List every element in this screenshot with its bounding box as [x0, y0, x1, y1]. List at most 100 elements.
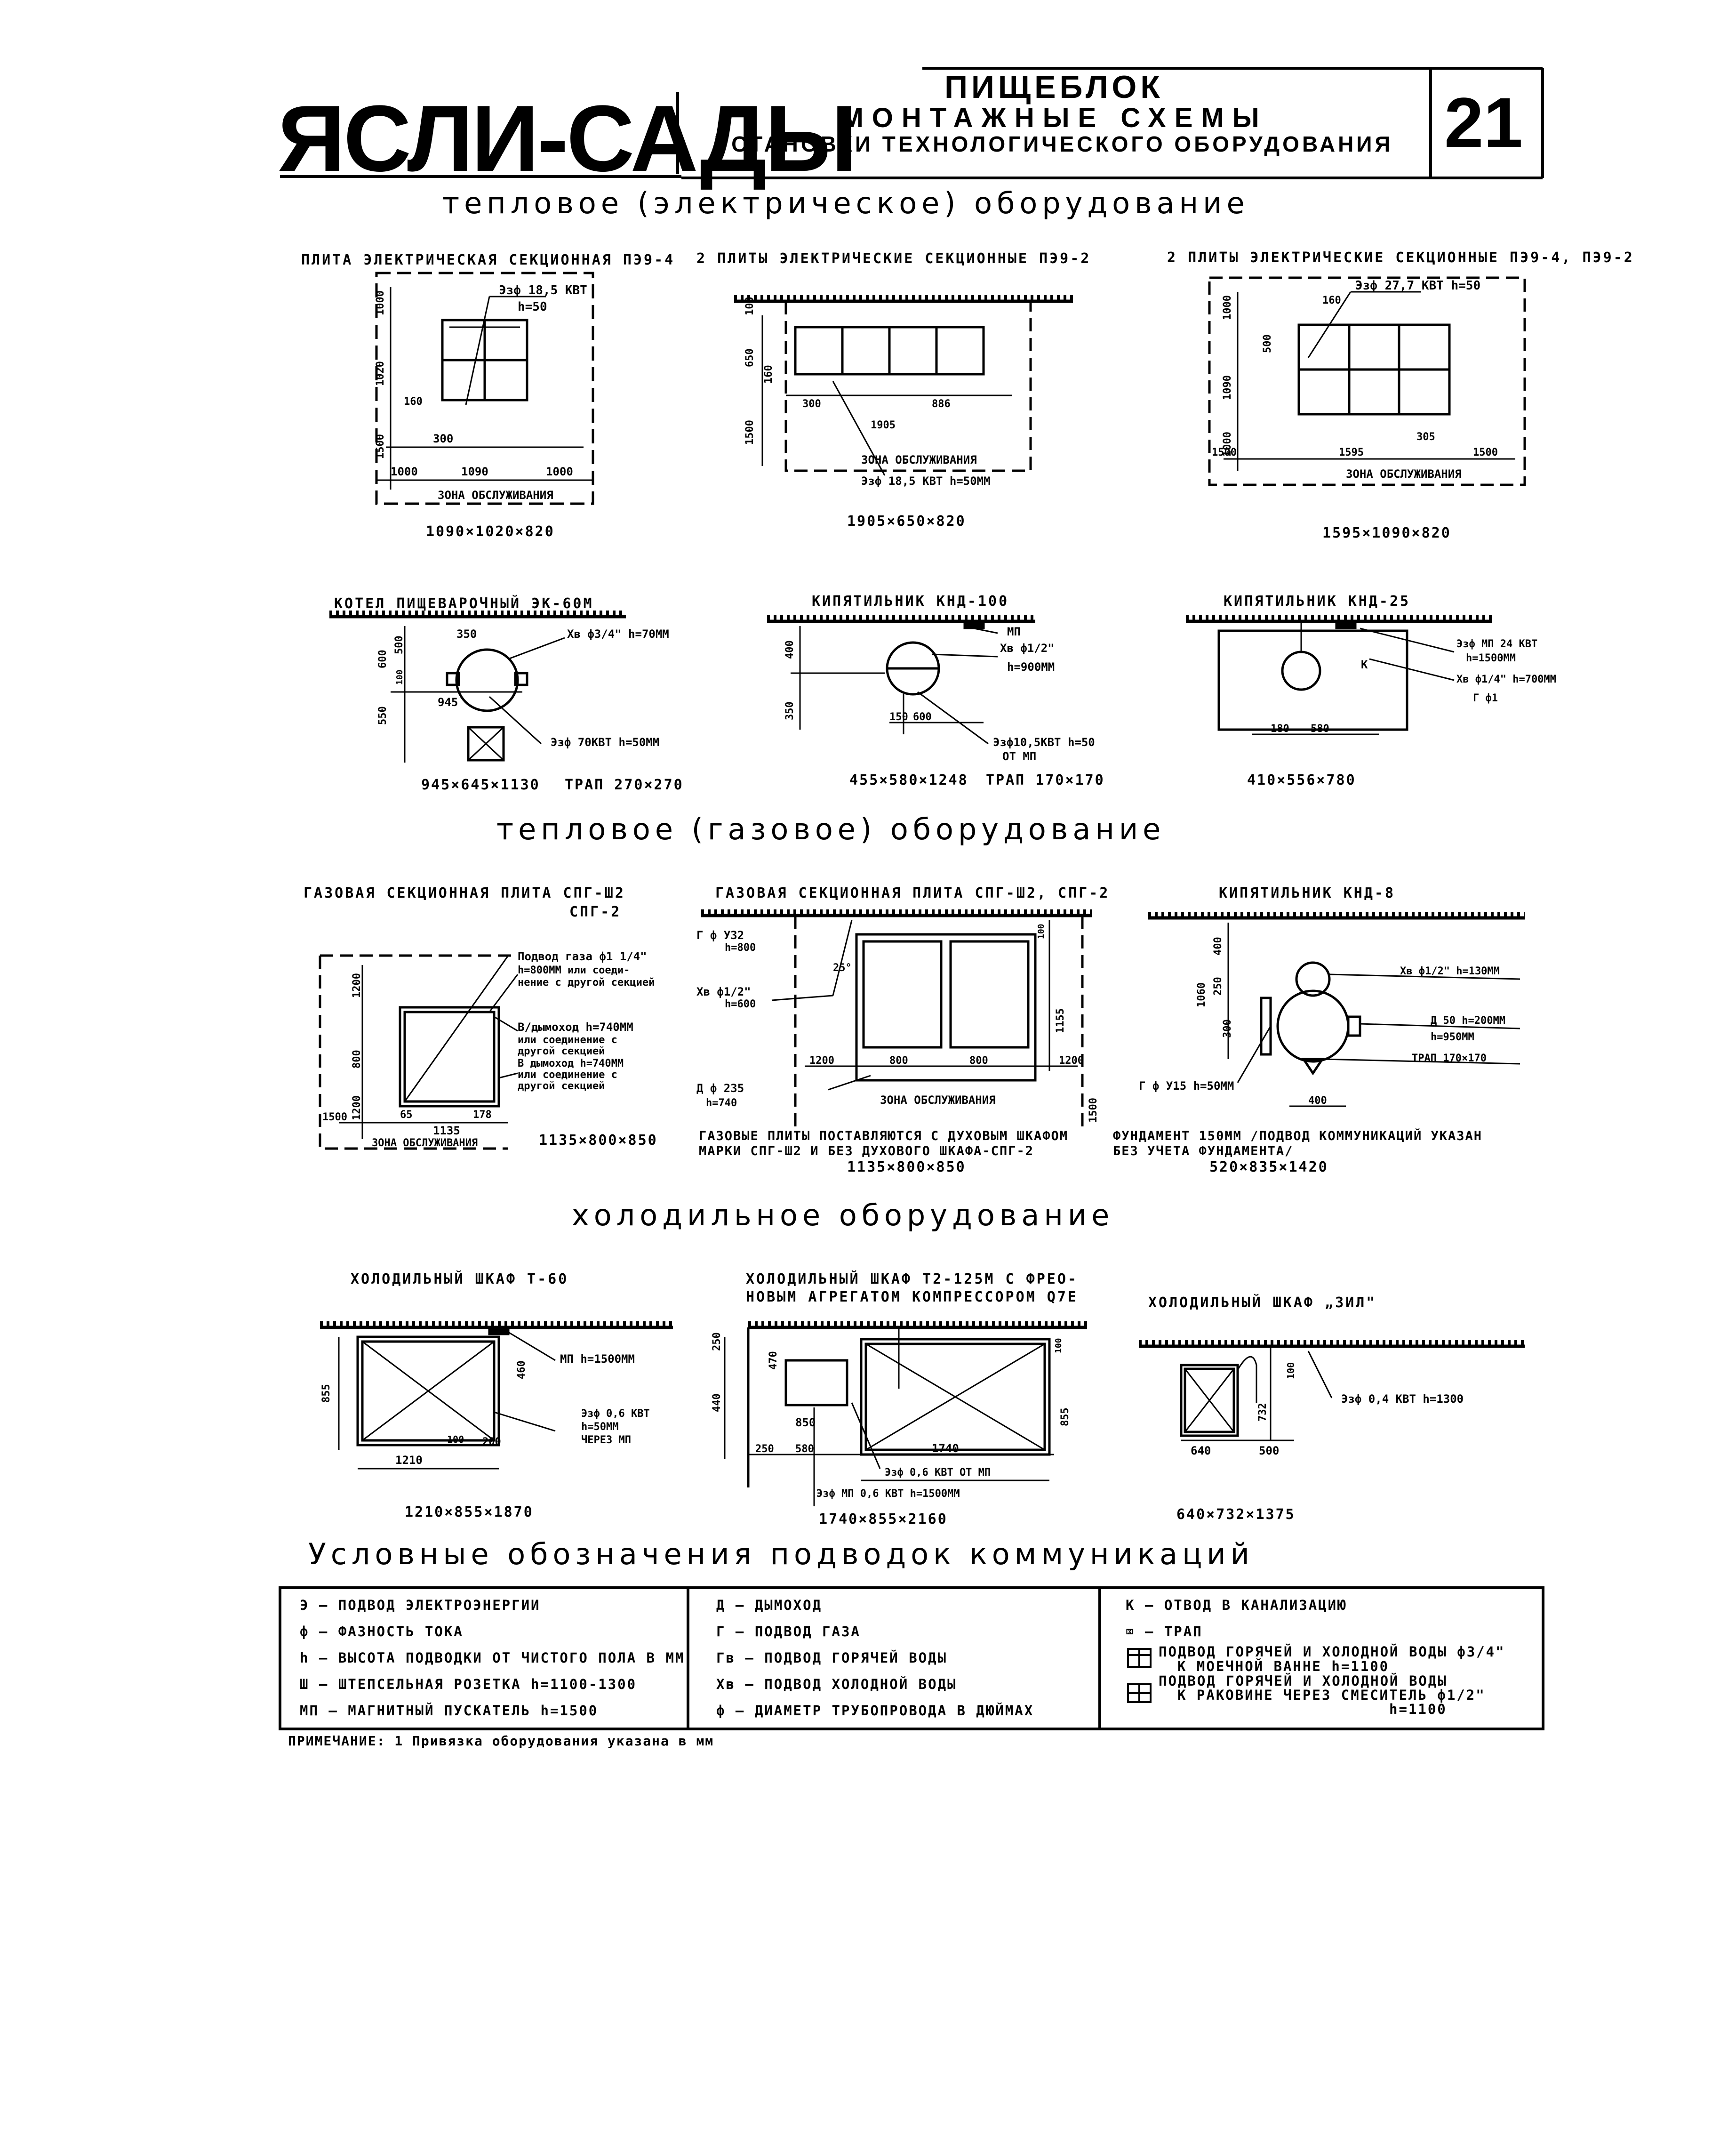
dim-label: 1200: [351, 973, 363, 998]
dim-label: 150: [889, 711, 908, 723]
legend-item: h — ВЫСОТА ПОДВОДКИ ОТ ЧИСТОГО ПОЛА В ММ: [300, 1650, 685, 1666]
gas2-flue-h: h=740: [706, 1097, 737, 1109]
dim-label: 1155: [1055, 1008, 1066, 1033]
plate-pe9-4-note1: Эзф 18,5 КВТ: [499, 283, 587, 297]
legend-item: ⌧ — ТРАП: [1126, 1624, 1203, 1640]
dim-label: 180: [1271, 723, 1289, 735]
dim-label: 100: [1054, 1338, 1064, 1353]
dim-label: 1210: [395, 1454, 423, 1467]
boiler25-note4: Г ф1: [1473, 692, 1498, 704]
kettle-note-water: Хв ф3/4" h=70ММ: [567, 627, 669, 641]
section-title-gas: тепловое (газовое) оборудование: [496, 812, 1166, 846]
sink-icon: [1127, 1648, 1152, 1703]
dims-plate-pe9-4-2: 1595×1090×820: [1322, 525, 1451, 541]
dim-label: 300: [433, 432, 453, 445]
caption-plate-pe9-2: 2 ПЛИТЫ ЭЛЕКТРИЧЕСКИЕ СЕКЦИОННЫЕ ПЭ9-2: [696, 250, 1091, 267]
dim-label: 886: [932, 398, 951, 410]
dim-label: 1000: [375, 290, 386, 315]
dims-fridge-zil: 640×732×1375: [1176, 1506, 1296, 1523]
diagram-fridge-t2: 250 470 440 100 855 850 250 580 1740 Эзф…: [711, 1321, 1087, 1506]
gas2-note2: МАРКИ СПГ-Ш2 И БЕЗ ДУХОВОГО ШКАФА-СПГ-2: [699, 1144, 1034, 1158]
caption-fridge-t60: ХОЛОДИЛЬНЫЙ ШКАФ Т-60: [351, 1271, 569, 1287]
sheet-subtitle-2: УСТАНОВКИ ТЕХНОЛОГИЧЕСКОГО ОБОРУДОВАНИЯ: [715, 132, 1393, 157]
dim-label: 1000: [1222, 295, 1233, 320]
sheet-number: 21: [1444, 83, 1523, 162]
legend-item: МП — МАГНИТНЫЙ ПУСКАТЕЛЬ h=1500: [300, 1703, 599, 1719]
diagram-fridge-zil: 100 732 640 500 Эзф 0,4 КВТ h=1300: [1139, 1340, 1525, 1457]
dim-label: 1000: [546, 465, 573, 478]
dim-label: 945: [438, 696, 458, 709]
diagram-plate-pe9-4-2: Эзф 27,7 КВТ h=50 160 1000 500 1090 1000…: [1208, 276, 1526, 486]
dim-label: 160: [404, 396, 423, 408]
dim-label: 400: [784, 640, 796, 659]
dim-label: 1740: [932, 1442, 959, 1455]
kettle-note-power: Эзф 70КВТ h=50ММ: [551, 736, 659, 749]
boiler25-note1: Эзф МП 24 КВТ: [1456, 638, 1537, 650]
dim-label: 250: [711, 1332, 723, 1351]
caption-gas-plate-1b: СПГ-2: [569, 904, 622, 920]
boiler100-water: Хв ф1/2": [1000, 642, 1055, 655]
legend-item: Хв — ПОДВОД ХОЛОДНОЙ ВОДЫ: [716, 1676, 957, 1692]
dim-label: 400: [1308, 1095, 1327, 1107]
dim-label: 1500: [322, 1111, 347, 1123]
dim-label: 200: [482, 1436, 501, 1448]
boiler25-note3: Хв ф1/4" h=700ММ: [1456, 674, 1556, 685]
caption-boiler-knd8: КИПЯТИЛЬНИК КНД-8: [1219, 885, 1396, 901]
gas1-note: или соединение с: [518, 1034, 617, 1046]
gas1-note: Подвод газа ф1 1/4": [518, 950, 647, 963]
legend-col-2: Д — ДЫМОХОД Г — ПОДВОД ГАЗА Гв — ПОДВОД …: [716, 1592, 1034, 1724]
legend-item: ф — ФАЗНОСТЬ ТОКА: [300, 1624, 464, 1640]
boiler100-mp: МП: [1007, 625, 1021, 638]
dim-label: 600: [913, 711, 932, 723]
knd8-note2: БЕЗ УЧЕТА ФУНДАМЕНТА/: [1113, 1144, 1294, 1158]
boiler25-note2: h=1500ММ: [1466, 652, 1516, 664]
t2-e2: Эзф МП 0,6 КВТ h=1500ММ: [816, 1488, 960, 1500]
dims-plate-pe9-2: 1905×650×820: [847, 513, 966, 530]
t2-e1: Эзф 0,6 КВТ ОТ МП: [885, 1467, 991, 1479]
legend-item: ф — ДИАМЕТР ТРУБОПРОВОДА В ДЮЙМАХ: [716, 1703, 1034, 1719]
sheet-title: ПИЩЕБЛОК: [944, 69, 1164, 105]
dim-label: 732: [1257, 1403, 1269, 1422]
legend-frame: [279, 1586, 1544, 1730]
trap-kettle: ТРАП 270×270: [565, 777, 684, 793]
caption-plate-pe9-4-2: 2 ПЛИТЫ ЭЛЕКТРИЧЕСКИЕ СЕКЦИОННЫЕ ПЭ9-4, …: [1167, 249, 1634, 266]
caption-boiler-knd25: КИПЯТИЛЬНИК КНД-25: [1224, 593, 1411, 610]
dim-label: 160: [763, 365, 775, 384]
dim-label: 100: [744, 297, 756, 315]
legend-col-1: Э — ПОДВОД ЭЛЕКТРОЭНЕРГИИ ф — ФАЗНОСТЬ Т…: [300, 1592, 685, 1724]
dim-label: 300: [1222, 1019, 1233, 1038]
dim-label: 460: [516, 1360, 528, 1379]
diagram-boiler-knd25: Эзф МП 24 КВТ h=1500ММ Хв ф1/4" h=700ММ …: [1186, 615, 1556, 735]
dim-label: 350: [784, 701, 796, 720]
dim-label: 1905: [871, 419, 896, 431]
gas1-note: или соединение с: [518, 1069, 617, 1081]
knd8-gas: Г ф У15 h=50ММ: [1139, 1079, 1234, 1093]
sheet-title-block: ПИЩЕБЛОК МОНТАЖНЫЕ СХЕМЫ УСТАНОВКИ ТЕХНО…: [687, 69, 1421, 157]
dim-label: 100: [447, 1434, 464, 1445]
t60-e1: Эзф 0,6 КВТ: [581, 1408, 650, 1420]
caption-fridge-t2: ХОЛОДИЛЬНЫЙ ШКАФ Т2-125М С ФРЕО-: [746, 1271, 1078, 1287]
dims-fridge-t2: 1740×855×2160: [819, 1511, 948, 1527]
knd8-flue: Д 50 h=200ММ: [1431, 1015, 1505, 1027]
zone-label: ЗОНА ОБСЛУЖИВАНИЯ: [1346, 467, 1462, 481]
dim-label: 1020: [375, 361, 386, 386]
dim-label: 65: [400, 1109, 413, 1121]
section-title-legend: Условные обозначения подводок коммуникац…: [308, 1537, 1254, 1571]
dim-label: 100: [395, 669, 405, 685]
zone-label: ЗОНА ОБСЛУЖИВАНИЯ: [438, 489, 553, 502]
dim-label: 1595: [1339, 447, 1364, 458]
zone-label: ЗОНА ОБСЛУЖИВАНИЯ: [372, 1137, 478, 1149]
dim-label: 1060: [1196, 982, 1208, 1007]
caption-fridge-t2b: НОВЫМ АГРЕГАТОМ КОМПРЕССОРОМ Q7E: [746, 1289, 1078, 1305]
diagram-plate-pe9-2: 100 650 160 1500 300 886 1905 ЗОНА ОБСЛУ…: [734, 295, 1073, 488]
gas1-note: h=800ММ или соеди-: [518, 965, 630, 976]
dim-label: 470: [768, 1351, 779, 1370]
t60-e3: ЧЕРЕЗ МП: [581, 1434, 631, 1446]
gas2-flue: Д ф 235: [696, 1082, 744, 1095]
dim-label: 650: [744, 348, 756, 367]
zone-label: ЗОНА ОБСЛУЖИВАНИЯ: [880, 1093, 996, 1107]
trap-boiler-knd100: ТРАП 170×170: [986, 772, 1105, 788]
legend-item: Д — ДЫМОХОД: [716, 1597, 823, 1613]
dim-label: 855: [1059, 1407, 1071, 1426]
diagram-plate-pe9-4: Эзф 18,5 КВТ h=50 1000 1020 1500 160 300…: [375, 272, 594, 505]
